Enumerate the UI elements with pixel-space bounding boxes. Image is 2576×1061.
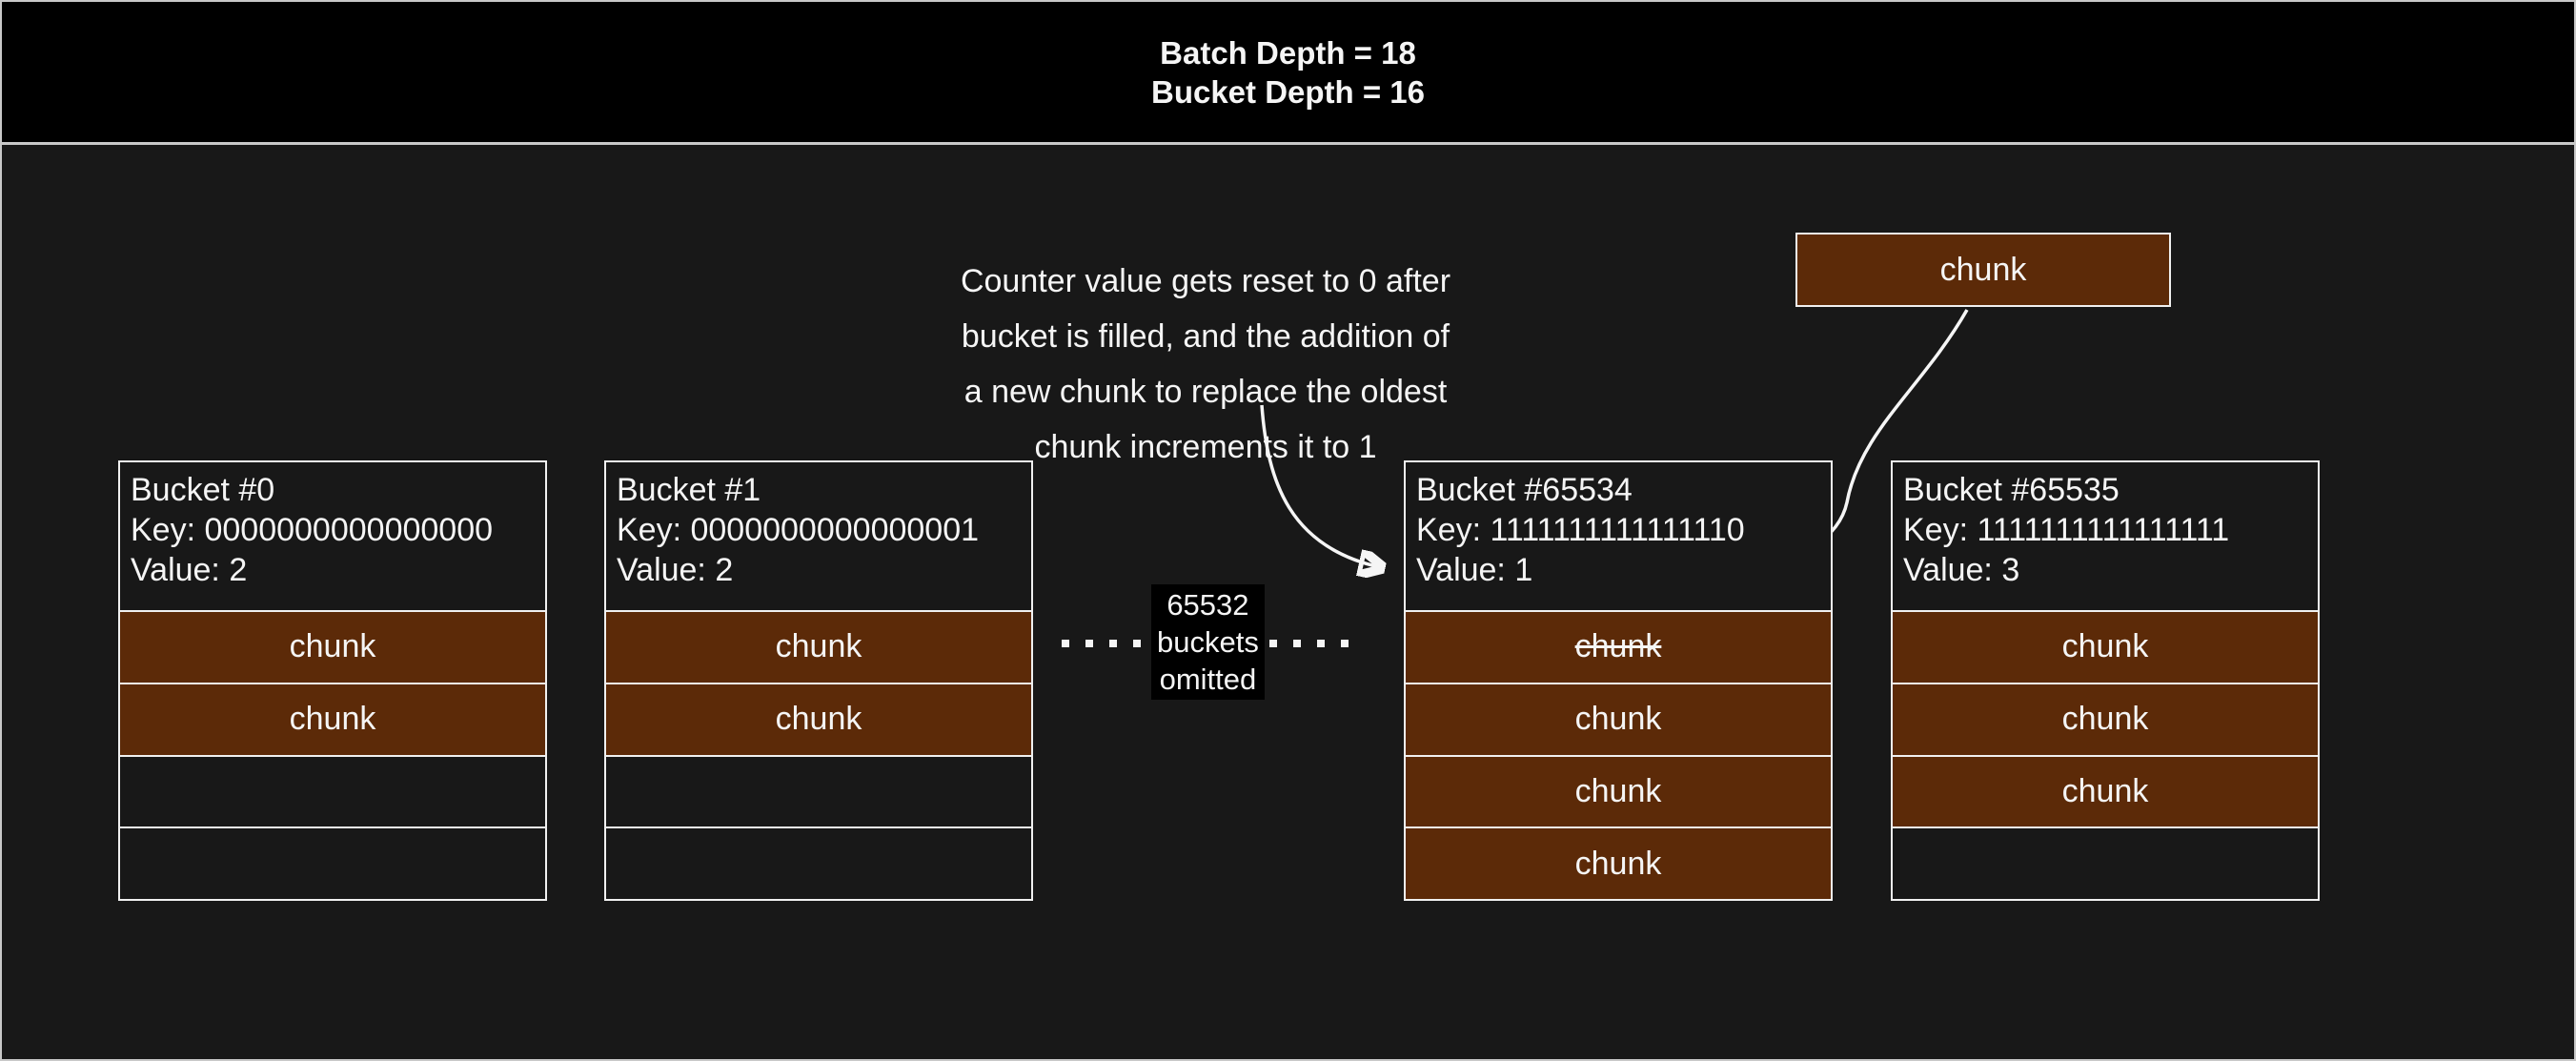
ellipsis-dot [1317, 640, 1325, 647]
ellipsis-dot [1062, 640, 1069, 647]
chunk-slot: chunk [120, 683, 545, 755]
chunk-label: chunk [1575, 846, 1662, 883]
chunk-slot: chunk [1406, 683, 1831, 755]
ellipsis-dot [1341, 640, 1349, 647]
ellipsis-dot [1293, 640, 1301, 647]
omitted-line: buckets [1157, 623, 1259, 661]
chunk-label: chunk [290, 701, 376, 738]
chunk-label: chunk [2062, 628, 2149, 665]
bucket-depth-label: Bucket Depth = 16 [1151, 72, 1425, 112]
header-banner: Batch Depth = 18 Bucket Depth = 16 [2, 2, 2574, 145]
chunk-label: chunk [1575, 773, 1662, 810]
ellipsis-dot [1133, 640, 1141, 647]
chunk-slot: chunk [606, 683, 1031, 755]
incoming-chunk-label: chunk [1940, 252, 2027, 289]
bucket-key: Key: 0000000000000000 [131, 510, 539, 550]
chunk-label: chunk [776, 628, 862, 665]
bucket-65534-info: Bucket #65534 Key: 1111111111111110 Valu… [1406, 462, 1831, 610]
bucket-name: Bucket #65535 [1903, 470, 2312, 510]
chunk-slot-evicted: chunk [1406, 610, 1831, 683]
bucket-key: Key: 1111111111111111 [1903, 510, 2312, 550]
chunk-slot: chunk [1893, 683, 2318, 755]
annotation-line: bucket is filled, and the addition of [910, 309, 1501, 364]
ellipsis-dot [1085, 640, 1093, 647]
chunk-slot: chunk [1893, 610, 2318, 683]
empty-slot [606, 826, 1031, 899]
omitted-line: omitted [1157, 661, 1259, 698]
chunk-slot: chunk [1893, 755, 2318, 827]
bucket-name: Bucket #0 [131, 470, 539, 510]
annotation-line: Counter value gets reset to 0 after [910, 254, 1501, 309]
omitted-line: 65532 [1157, 586, 1259, 623]
bucket-0-info: Bucket #0 Key: 0000000000000000 Value: 2 [120, 462, 545, 610]
bucket-name: Bucket #65534 [1416, 470, 1825, 510]
chunk-label: chunk [2062, 773, 2149, 810]
bucket-value: Value: 1 [1416, 550, 1825, 590]
chunk-label: chunk [776, 701, 862, 738]
counter-annotation: Counter value gets reset to 0 after buck… [910, 254, 1501, 475]
chunk-label: chunk [1575, 628, 1662, 665]
bucket-key: Key: 1111111111111110 [1416, 510, 1825, 550]
ellipsis-dot [1269, 640, 1277, 647]
empty-slot [120, 755, 545, 827]
bucket-name: Bucket #1 [617, 470, 1025, 510]
chunk-slot: chunk [1406, 826, 1831, 899]
bucket-1: Bucket #1 Key: 0000000000000001 Value: 2… [604, 460, 1033, 901]
bucket-65535: Bucket #65535 Key: 1111111111111111 Valu… [1891, 460, 2320, 901]
chunk-label: chunk [1575, 701, 1662, 738]
chunk-slot: chunk [606, 610, 1031, 683]
incoming-chunk-box: chunk [1795, 233, 2171, 307]
bucket-value: Value: 2 [131, 550, 539, 590]
annotation-line: a new chunk to replace the oldest [910, 364, 1501, 419]
chunk-label: chunk [290, 628, 376, 665]
ellipsis-dot [1109, 640, 1117, 647]
chunk-slot: chunk [1406, 755, 1831, 827]
bucket-key: Key: 0000000000000001 [617, 510, 1025, 550]
bucket-1-info: Bucket #1 Key: 0000000000000001 Value: 2 [606, 462, 1031, 610]
buckets-omitted-label: 65532 buckets omitted [1151, 584, 1265, 700]
empty-slot [120, 826, 545, 899]
batch-depth-label: Batch Depth = 18 [1160, 33, 1416, 72]
bucket-value: Value: 3 [1903, 550, 2312, 590]
chunk-slot: chunk [120, 610, 545, 683]
bucket-65534: Bucket #65534 Key: 1111111111111110 Valu… [1404, 460, 1833, 901]
bucket-value: Value: 2 [617, 550, 1025, 590]
bucket-65535-info: Bucket #65535 Key: 1111111111111111 Valu… [1893, 462, 2318, 610]
empty-slot [1893, 826, 2318, 899]
empty-slot [606, 755, 1031, 827]
chunk-label: chunk [2062, 701, 2149, 738]
bucket-0: Bucket #0 Key: 0000000000000000 Value: 2… [118, 460, 547, 901]
